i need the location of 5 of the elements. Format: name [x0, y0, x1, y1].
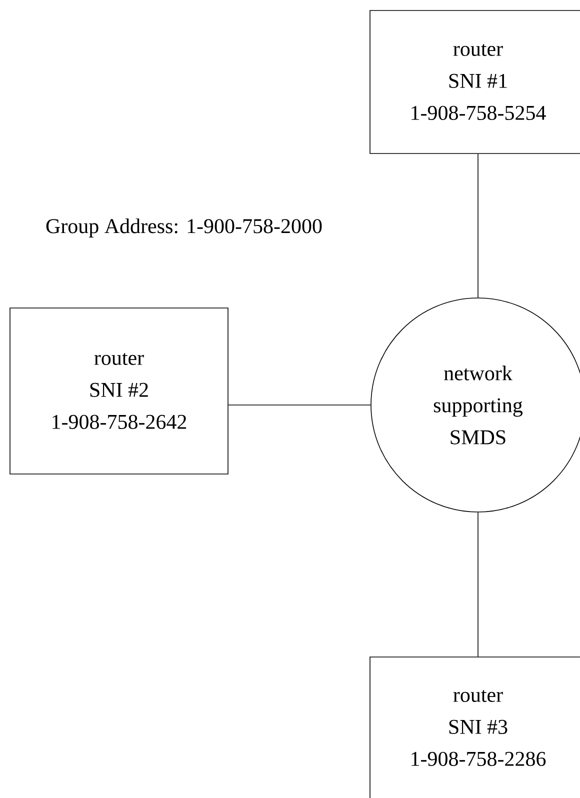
group-address-label: Group Address: 1-900-758-2000	[46, 218, 322, 238]
connector-line	[228, 404, 371, 406]
router-box: router SNI #2 1-908-758-2642	[10, 308, 228, 474]
router-box: router SNI #3 1-908-758-2286	[370, 656, 580, 798]
router-box: router SNI #1 1-908-758-5254	[370, 10, 580, 154]
